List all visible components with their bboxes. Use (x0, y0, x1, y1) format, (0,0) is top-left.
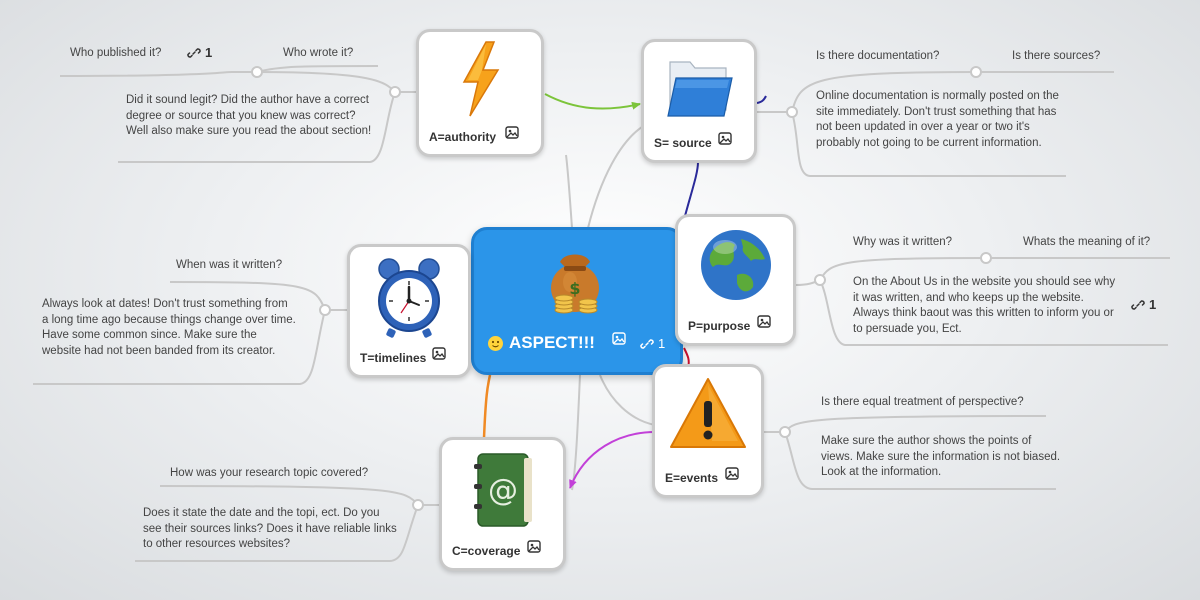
svg-text:@: @ (488, 473, 518, 508)
topic-coverage-detail[interactable]: Does it state the date and the topi, ect… (143, 507, 397, 550)
svg-text:$: $ (569, 279, 580, 298)
link-icon (1131, 299, 1145, 310)
topic-purpose-link-count: 1 (1149, 297, 1157, 312)
topic-authority-detail[interactable]: Did it sound legit? Did the author have … (126, 94, 372, 137)
junction-events (779, 426, 791, 438)
topic-purpose-detail[interactable]: On the About Us in the website you shoul… (853, 276, 1116, 335)
edge-central-source (587, 124, 646, 229)
image-icon[interactable] (612, 332, 626, 350)
edge-source-doc (791, 70, 1114, 113)
edge-timelines-detail (33, 309, 326, 385)
link-icon (187, 47, 201, 58)
edge-purpose-detail (819, 279, 1168, 346)
edge-central-timelines-line (482, 374, 492, 439)
central-link-badge[interactable]: 1 (640, 336, 665, 351)
topic-why-written[interactable]: Why was it written? (853, 236, 953, 248)
node-purpose[interactable]: P=purpose (675, 214, 796, 346)
globe-icon (678, 225, 793, 305)
node-purpose-label: P=purpose (688, 319, 751, 333)
edge-central-events (599, 374, 656, 426)
image-icon[interactable] (505, 126, 519, 144)
edge-events-coverage-arrow (569, 431, 656, 489)
warning-icon (655, 375, 761, 455)
junction-authority (389, 86, 401, 98)
central-topic[interactable]: $ ASPECT!!! 1 (471, 227, 683, 375)
central-link-count: 1 (658, 336, 666, 351)
smiley-icon (488, 335, 503, 351)
topic-who-wrote[interactable]: Who wrote it? (283, 47, 354, 59)
node-timelines-label: T=timelines (360, 351, 427, 365)
topic-meaning[interactable]: Whats the meaning of it? (1023, 236, 1151, 248)
image-icon[interactable] (718, 132, 732, 150)
node-coverage[interactable]: @ C=coverage (439, 437, 566, 571)
topic-when-written[interactable]: When was it written? (176, 259, 283, 271)
topic-source-detail[interactable]: Online documentation is normally posted … (816, 90, 1059, 149)
edge-authority-who-right (256, 65, 379, 73)
image-icon[interactable] (725, 467, 739, 485)
lightning-icon (419, 40, 541, 120)
edge-central-authority (565, 154, 573, 229)
topic-documentation[interactable]: Is there documentation? (816, 50, 940, 62)
junction-purpose (814, 274, 826, 286)
junction-authority-who (251, 66, 263, 78)
topic-sources[interactable]: Is there sources? (1012, 50, 1101, 62)
folder-icon (644, 50, 754, 130)
topic-who-published-link-count: 1 (205, 45, 213, 60)
edge-source-detail (791, 111, 1066, 177)
topic-timelines-detail[interactable]: Always look at dates! Don't trust someth… (42, 298, 296, 357)
node-coverage-label: C=coverage (452, 544, 521, 558)
image-icon[interactable] (757, 315, 771, 333)
edge-events-detail (784, 431, 1056, 490)
central-title: ASPECT!!! (488, 333, 595, 353)
node-timelines[interactable]: T=timelines (347, 244, 471, 378)
junction-source-doc (970, 66, 982, 78)
junction-timelines (319, 304, 331, 316)
edge-authority-detail (118, 91, 396, 163)
topic-who-published[interactable]: Who published it? (70, 47, 162, 59)
junction-coverage (412, 499, 424, 511)
junction-source (786, 106, 798, 118)
edge-events-q (784, 415, 1047, 433)
topic-purpose-link-badge[interactable]: 1 (1131, 297, 1156, 312)
image-icon[interactable] (527, 540, 541, 558)
topic-events-detail[interactable]: Make sure the author shows the points of… (821, 435, 1061, 478)
topic-who-published-link-badge[interactable]: 1 (187, 45, 212, 60)
link-icon (640, 338, 654, 349)
node-authority[interactable]: A=authority (416, 29, 544, 157)
edge-authority-source-arrow (544, 93, 641, 110)
edge-coverage-q (159, 485, 419, 506)
edge-source-side-line (756, 95, 767, 104)
central-title-text: ASPECT!!! (509, 333, 595, 352)
node-events-label: E=events (665, 471, 719, 485)
topic-equal-treatment[interactable]: Is there equal treatment of perspective? (821, 396, 1024, 408)
node-source[interactable]: S= source (641, 39, 757, 163)
node-authority-label: A=authority (429, 130, 497, 144)
address-book-icon: @ (442, 448, 563, 528)
edge-authority-who (59, 71, 396, 93)
node-source-label: S= source (654, 136, 712, 150)
image-icon[interactable] (432, 347, 446, 365)
alarm-clock-icon (350, 255, 468, 338)
topic-research-covered[interactable]: How was your research topic covered? (170, 467, 369, 479)
node-events[interactable]: E=events (652, 364, 764, 498)
junction-purpose-why (980, 252, 992, 264)
edge-coverage-detail (135, 504, 419, 562)
money-bag-icon: $ (474, 244, 680, 318)
edge-timelines-q (169, 281, 326, 311)
